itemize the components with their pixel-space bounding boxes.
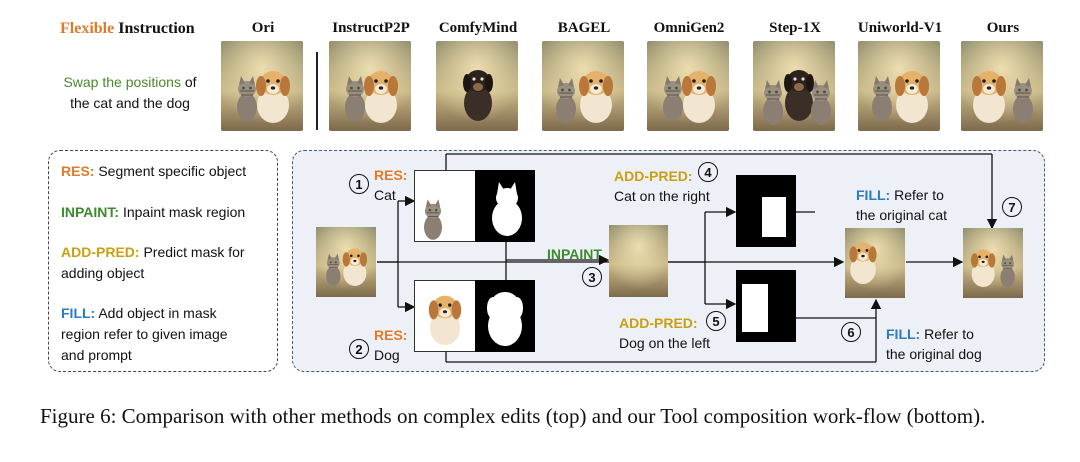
fill-dog-result bbox=[845, 228, 905, 298]
method-label-uniworld: Uniworld-V1 bbox=[857, 20, 943, 36]
step7-number: 7 bbox=[1002, 197, 1022, 217]
legend-res-tag: RES: bbox=[61, 163, 95, 179]
step1-label: RES: Cat bbox=[374, 165, 407, 205]
legend-fill-desc2: region refer to given image bbox=[61, 326, 228, 342]
step7-text2: the original cat bbox=[856, 207, 948, 223]
step4-tag: ADD-PRED: bbox=[614, 168, 693, 184]
step7-tag: FILL: bbox=[856, 187, 891, 203]
step4-number: 4 bbox=[698, 162, 718, 182]
method-label-step1x: Step-1X bbox=[769, 20, 821, 36]
step1-number: 1 bbox=[349, 174, 369, 194]
step7-label: FILL: Refer to the original cat bbox=[856, 185, 947, 225]
method-label-bagel: BAGEL bbox=[557, 20, 611, 36]
legend-addpred-desc1: Predict mask for bbox=[143, 244, 245, 260]
thumb-bagel bbox=[542, 41, 624, 131]
cat-mask bbox=[475, 170, 535, 242]
legend-fill: FILL: Add object in mask region refer to… bbox=[61, 303, 228, 366]
legend-res: RES: Segment specific object bbox=[61, 161, 246, 182]
method-label-ours: Ours bbox=[986, 20, 1020, 36]
instruction-of: of bbox=[184, 74, 197, 90]
thumb-ori bbox=[221, 41, 303, 131]
figure-caption: Figure 6: Comparison with other methods … bbox=[40, 404, 986, 428]
step2-text: Dog bbox=[374, 347, 400, 363]
step6-number: 6 bbox=[841, 322, 861, 342]
instruction-green: Swap the positions bbox=[63, 74, 181, 90]
source-image bbox=[316, 227, 376, 297]
tool-legend: RES: Segment specific object INPAINT: In… bbox=[48, 150, 278, 372]
step3-tag: INPAINT bbox=[547, 246, 602, 262]
step4-label: ADD-PRED: Cat on the right bbox=[614, 166, 710, 206]
dog-crop bbox=[414, 280, 476, 352]
step2-tag: RES: bbox=[374, 327, 408, 343]
legend-addpred-tag: ADD-PRED: bbox=[61, 244, 140, 260]
step2-label: RES: Dog bbox=[374, 325, 407, 365]
legend-fill-desc3: and prompt bbox=[61, 347, 132, 363]
inpainted-background bbox=[609, 225, 668, 297]
method-label-comfymind: ComfyMind bbox=[438, 20, 518, 36]
step6-tag: FILL: bbox=[886, 326, 921, 342]
step5-tag: ADD-PRED: bbox=[619, 315, 698, 331]
final-result bbox=[963, 228, 1023, 298]
thumb-omnigen2 bbox=[647, 41, 729, 131]
thumb-uniworld bbox=[858, 41, 940, 131]
thumb-instructp2p bbox=[329, 41, 411, 131]
step5-number: 5 bbox=[706, 311, 726, 331]
step2-number: 2 bbox=[349, 339, 369, 359]
legend-fill-tag: FILL: bbox=[61, 305, 96, 321]
cat-crop bbox=[414, 170, 476, 242]
method-label-omnigen2: OmniGen2 bbox=[653, 20, 725, 36]
step1-tag: RES: bbox=[374, 167, 408, 183]
dog-mask bbox=[475, 280, 535, 352]
dog-add-mask bbox=[736, 270, 796, 342]
instruction-text: Swap the positions of the cat and the do… bbox=[50, 72, 210, 114]
thumb-ours bbox=[961, 41, 1043, 131]
legend-inpaint-desc: Inpaint mask region bbox=[122, 204, 246, 220]
step6-text2: the original dog bbox=[886, 346, 982, 362]
step5-text: Dog on the left bbox=[619, 335, 711, 351]
cat-add-mask bbox=[736, 175, 796, 247]
instruction-rest: the cat and the dog bbox=[70, 95, 190, 111]
method-label-ori: Ori bbox=[251, 20, 275, 36]
thumb-step1x bbox=[753, 41, 835, 131]
step1-text: Cat bbox=[374, 187, 396, 203]
legend-addpred-desc2: adding object bbox=[61, 265, 145, 281]
legend-inpaint: INPAINT: Inpaint mask region bbox=[61, 202, 245, 223]
step7-text1: Refer to bbox=[894, 187, 944, 203]
legend-addpred: ADD-PRED: Predict mask for adding object bbox=[61, 242, 245, 284]
legend-res-desc: Segment specific object bbox=[98, 163, 247, 179]
legend-inpaint-tag: INPAINT: bbox=[61, 204, 120, 220]
step5-label: ADD-PRED: Dog on the left bbox=[619, 313, 710, 353]
step3-label: INPAINT bbox=[547, 244, 602, 264]
step6-label: FILL: Refer to the original dog bbox=[886, 324, 982, 364]
step6-text1: Refer to bbox=[924, 326, 974, 342]
step3-number: 3 bbox=[582, 267, 602, 287]
instruction-header: Flexible Instruction bbox=[60, 20, 195, 38]
method-label-instructp2p: InstructP2P bbox=[332, 20, 410, 36]
instruction-word: Instruction bbox=[118, 20, 195, 37]
flexible-word: Flexible bbox=[60, 20, 115, 37]
step4-text: Cat on the right bbox=[614, 188, 710, 204]
legend-fill-desc1: Add object in mask bbox=[98, 305, 217, 321]
thumb-comfymind bbox=[436, 41, 518, 131]
separator-line bbox=[316, 52, 318, 130]
